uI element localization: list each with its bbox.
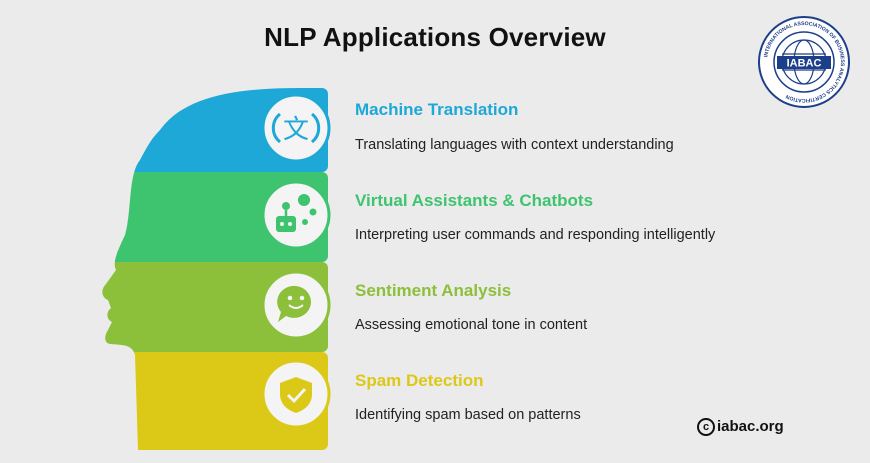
item-desc-sentiment-analysis: Assessing emotional tone in content [355,317,588,333]
copyright-text: iabac.org [717,418,784,435]
logo-wordmark: IABAC [787,58,822,70]
item-title-sentiment-analysis: Sentiment Analysis [355,281,512,300]
item-title-machine-translation: Machine Translation [355,100,519,119]
smiley-chat-icon [261,270,331,340]
iabac-logo: INTERNATIONAL ASSOCIATION OF BUSINESS AN… [758,16,850,108]
translate-icon: 文 [261,93,331,163]
page-title: NLP Applications Overview [264,22,606,52]
copyright-symbol: c [697,418,715,437]
robot-icon [261,180,331,250]
item-desc-virtual-assistants: Interpreting user commands and respondin… [355,227,716,243]
item-title-spam-detection: Spam Detection [355,371,484,390]
svg-text:文: 文 [283,115,309,145]
shield-check-icon [261,359,331,429]
item-title-virtual-assistants: Virtual Assistants & Chatbots [355,191,594,210]
item-desc-spam-detection: Identifying spam based on patterns [355,407,581,423]
item-desc-machine-translation: Translating languages with context under… [355,137,674,153]
